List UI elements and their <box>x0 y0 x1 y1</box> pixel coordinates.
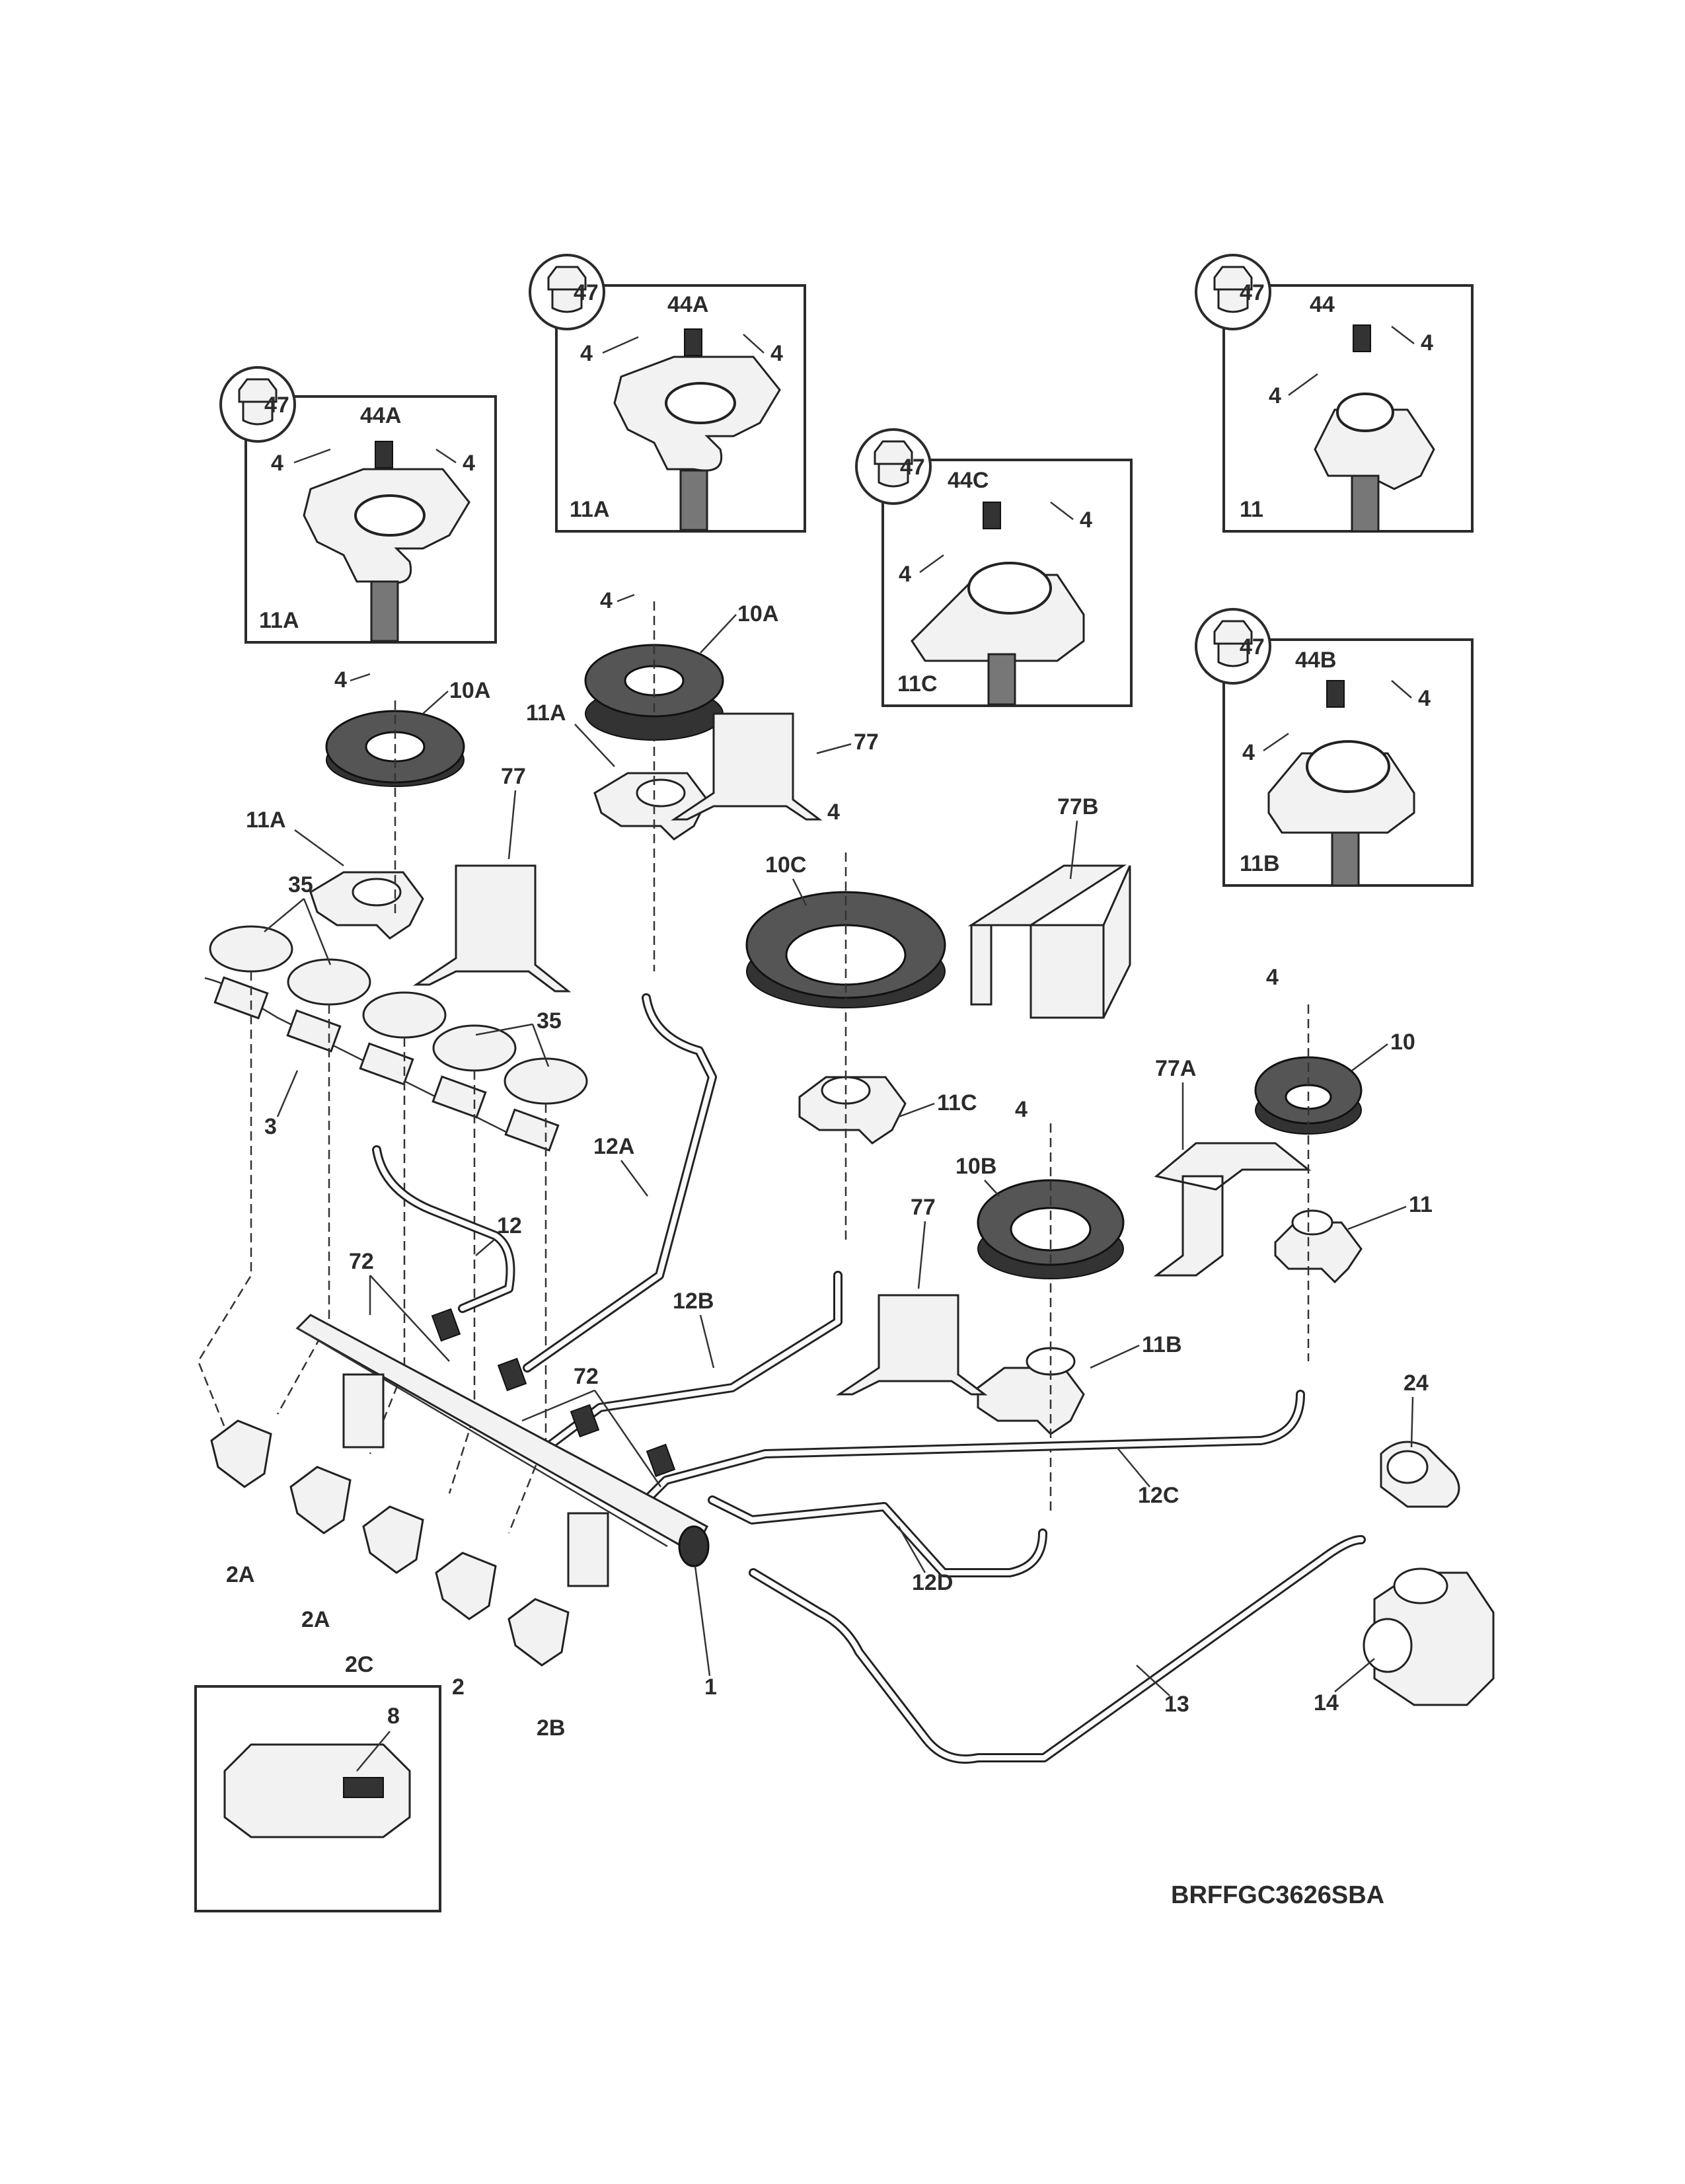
callout-11a: 11A <box>259 608 299 633</box>
callout-12: 12 <box>497 1213 522 1238</box>
callout-11c: 11C <box>937 1090 977 1115</box>
callout-24: 24 <box>1404 1371 1429 1396</box>
callout-4: 4 <box>899 562 911 587</box>
callout-4: 4 <box>770 341 783 366</box>
bracket-77b: 77B <box>967 794 1131 1019</box>
burner-valves: 2A 2A 2C 2 2B <box>210 1419 570 1741</box>
screws-72: 72 72 <box>349 1249 676 1487</box>
callout-11b: 11B <box>1142 1332 1182 1357</box>
callout-2: 2 <box>452 1675 465 1700</box>
callout-12c: 12C <box>1138 1483 1179 1508</box>
burner-10a-left: 4 10A <box>325 667 490 787</box>
callout-4: 4 <box>334 667 347 693</box>
spark-module-box: 8 <box>194 1685 441 1912</box>
callout-12a: 12A <box>593 1134 634 1159</box>
callout-8: 8 <box>387 1704 400 1729</box>
inset-box-11: 47 44 4 4 11 <box>1195 254 1474 533</box>
inset-box-11b: 47 44B 4 4 11B <box>1195 608 1474 887</box>
inset-box-11c: 47 44C 4 4 11C <box>855 428 1133 707</box>
callout-10c: 10C <box>765 852 806 878</box>
callout-4: 4 <box>1418 686 1431 711</box>
callout-77: 77 <box>854 730 879 755</box>
callout-35: 35 <box>288 872 313 897</box>
valve-base-11a-left: 11A <box>246 808 424 940</box>
bracket-77a: 77A <box>1153 1056 1312 1277</box>
callout-2a: 2A <box>301 1607 330 1632</box>
callout-13: 13 <box>1164 1692 1189 1717</box>
callout-77: 77 <box>501 764 526 789</box>
callout-44a: 44A <box>667 292 708 317</box>
burner-10b: 4 10B <box>955 1097 1125 1279</box>
callout-10a: 10A <box>449 678 490 703</box>
callout-47: 47 <box>1240 280 1265 305</box>
callout-10b: 10B <box>955 1154 996 1179</box>
valve-base-11c: 11C <box>798 1076 977 1145</box>
callout-4: 4 <box>580 341 593 366</box>
callout-11c: 11C <box>897 671 938 697</box>
pressure-regulator-14: 14 <box>1314 1567 1495 1715</box>
callout-72: 72 <box>574 1364 599 1389</box>
igniter-caps-35: 35 35 <box>209 872 588 1105</box>
valve-base-11b: 11B <box>977 1332 1182 1435</box>
callout-47: 47 <box>574 280 599 305</box>
callout-4: 4 <box>1015 1097 1028 1122</box>
callout-10a: 10A <box>737 601 778 626</box>
inset-box-11a-left: 47 44A 4 4 11A <box>219 366 497 644</box>
callout-4: 4 <box>463 451 475 476</box>
callout-3: 3 <box>264 1114 277 1139</box>
callout-44b: 44B <box>1295 648 1336 673</box>
callout-35: 35 <box>537 1008 562 1034</box>
callout-4: 4 <box>1269 383 1281 408</box>
callout-44a: 44A <box>360 403 401 428</box>
callout-47: 47 <box>900 455 925 480</box>
callout-11a: 11A <box>246 808 286 833</box>
callout-44c: 44C <box>948 468 989 493</box>
callout-47: 47 <box>1240 634 1265 659</box>
callout-4: 4 <box>827 800 840 825</box>
callout-11: 11 <box>1409 1192 1433 1217</box>
callout-4: 4 <box>1266 965 1279 990</box>
inset-box-11a-top: 47 44A 4 4 11A <box>529 254 806 533</box>
callout-11a: 11A <box>570 497 610 522</box>
callout-4: 4 <box>1242 740 1255 765</box>
callout-12b: 12B <box>673 1289 714 1314</box>
burner-10: 4 10 <box>1254 965 1415 1135</box>
callout-11: 11 <box>1240 497 1263 522</box>
callout-2b: 2B <box>537 1715 565 1741</box>
bracket-77-lower: 77 <box>836 1195 988 1396</box>
callout-72: 72 <box>349 1249 374 1274</box>
manifold-pipe-1: 1 <box>295 1314 717 1700</box>
gas-tubes: 12 12A 12B 12C 12D 13 <box>372 993 1366 1764</box>
callout-77: 77 <box>911 1195 936 1220</box>
callout-2a: 2A <box>226 1562 254 1587</box>
callout-77b: 77B <box>1057 794 1098 819</box>
callout-4: 4 <box>600 588 613 613</box>
igniter-harness-3: 3 <box>204 976 560 1152</box>
callout-47: 47 <box>264 393 289 418</box>
callout-2c: 2C <box>345 1652 373 1677</box>
callout-14: 14 <box>1314 1690 1339 1715</box>
callout-4: 4 <box>1080 508 1092 533</box>
valve-base-11: 11 <box>1274 1192 1433 1284</box>
valve-base-11a-middle: 11A <box>526 700 708 841</box>
callout-11b: 11B <box>1240 851 1280 876</box>
callout-4: 4 <box>1421 330 1433 356</box>
callout-10: 10 <box>1390 1030 1415 1055</box>
callout-12d: 12D <box>912 1570 953 1595</box>
callout-4: 4 <box>271 451 283 476</box>
model-number: BRFFGC3626SBA <box>1171 1881 1384 1909</box>
bracket-77-middle: 77 <box>671 712 879 821</box>
callout-1: 1 <box>704 1675 717 1700</box>
callout-77a: 77A <box>1155 1056 1196 1081</box>
callout-11a: 11A <box>526 700 566 726</box>
callout-44: 44 <box>1310 292 1335 317</box>
bracket-77-left: 77 <box>413 764 572 993</box>
elbow-24: 24 <box>1380 1371 1460 1508</box>
